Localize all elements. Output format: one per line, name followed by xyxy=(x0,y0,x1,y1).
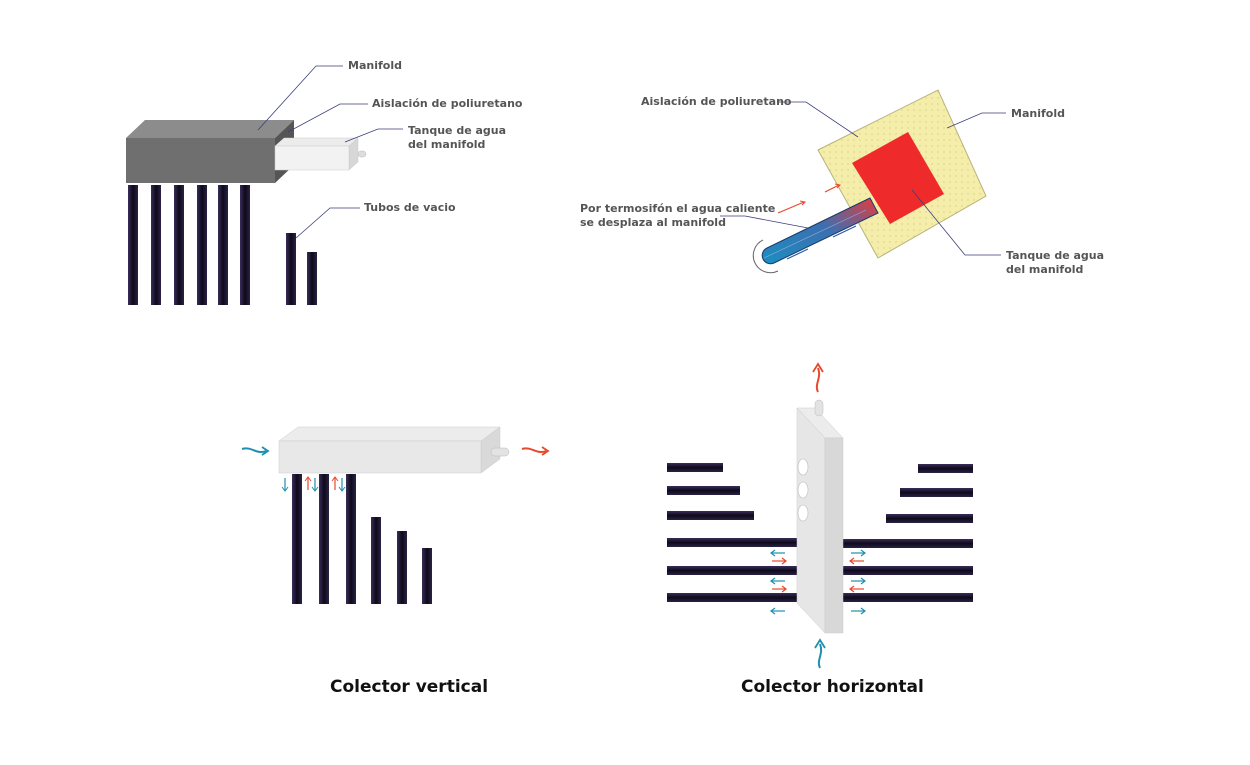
horizontal-tubes-left xyxy=(667,463,804,602)
label-tank-line1: Tanque de agua xyxy=(408,124,507,137)
caption-horizontal-collector: Colector horizontal xyxy=(741,677,924,697)
label-manifold-top-left: Manifold xyxy=(348,59,402,72)
leader-lines-top-left xyxy=(257,65,403,239)
vertical-flow-arrows xyxy=(241,446,550,492)
manifold-tank xyxy=(274,137,367,171)
label-insulation-top-right: Aislación de poliuretano xyxy=(641,95,792,108)
label-vacuum-tubes: Tubos de vacio xyxy=(364,201,456,214)
manifold-box xyxy=(126,120,294,183)
vacuum-tubes-top-left xyxy=(128,185,317,305)
vertical-collector xyxy=(241,426,550,604)
top-left-diagram xyxy=(126,65,403,305)
vertical-manifold xyxy=(278,426,510,474)
horizontal-tubes-right xyxy=(843,464,973,602)
top-right-diagram xyxy=(720,89,1006,274)
label-tank-top-left: Tanque de agua del manifold xyxy=(408,124,506,152)
siphon-tube xyxy=(752,197,879,274)
label-tank-right-line2: del manifold xyxy=(1006,263,1084,276)
horizontal-manifold xyxy=(796,399,844,634)
label-thermosiphon-line2: se desplaza al manifold xyxy=(580,216,726,229)
flow-arrows-top-right xyxy=(777,183,857,260)
vertical-tubes xyxy=(292,474,432,604)
leader-lines-top-right xyxy=(720,101,1006,256)
label-insulation-top-left: Aislación de poliuretano xyxy=(372,97,523,110)
horizontal-flow-arrows xyxy=(770,362,866,669)
label-manifold-top-right: Manifold xyxy=(1011,107,1065,120)
horizontal-collector xyxy=(667,362,973,669)
label-tank-right-line1: Tanque de agua xyxy=(1006,249,1105,262)
label-tank-top-right: Tanque de agua del manifold xyxy=(1006,249,1104,277)
label-thermosiphon-line1: Por termosifón el agua caliente xyxy=(580,202,776,215)
label-tank-line2: del manifold xyxy=(408,138,486,151)
label-thermosiphon: Por termosifón el agua caliente se despl… xyxy=(580,202,775,230)
caption-vertical-collector: Colector vertical xyxy=(330,677,489,697)
